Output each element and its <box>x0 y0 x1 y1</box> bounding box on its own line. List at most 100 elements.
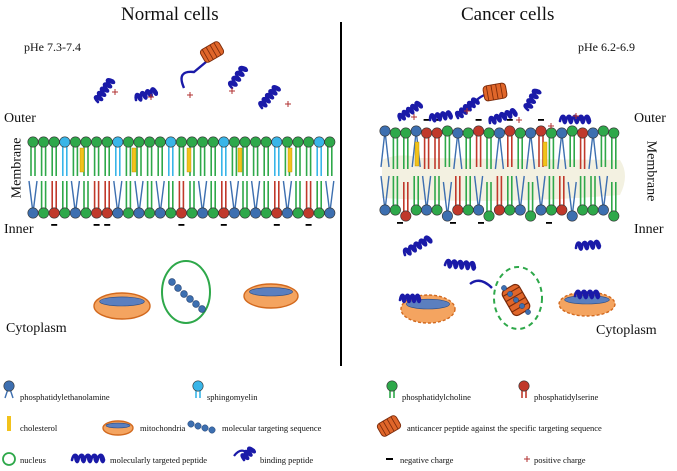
cholesterol <box>186 147 192 173</box>
helix-path <box>70 453 106 464</box>
outer-label-left: Outer <box>4 111 36 126</box>
helix-path <box>93 78 116 104</box>
lipid-head <box>452 204 464 216</box>
targeting-sequence-bead <box>507 291 513 297</box>
peptide-helix <box>558 114 592 125</box>
lipid-head <box>379 204 391 216</box>
lipid-head <box>260 136 272 148</box>
negative-charge <box>178 224 185 226</box>
peptide-helix <box>574 239 602 251</box>
lipid-head <box>175 207 187 219</box>
lipid-tail <box>457 132 463 170</box>
lipid-head <box>186 207 198 219</box>
lipid-tail <box>561 132 567 170</box>
lipid-tail <box>421 175 428 211</box>
nucleus-disrupted <box>493 266 543 330</box>
lipid-head <box>410 204 422 216</box>
negative-charge <box>397 222 403 224</box>
lipid-head <box>281 136 293 148</box>
helix-path <box>397 100 424 122</box>
acp-stripe <box>485 85 490 101</box>
binding-peptide-linker <box>180 61 207 89</box>
targeting-sequence-bead <box>519 303 525 309</box>
normal-ph-label: pHe 7.3-7.4 <box>24 40 81 54</box>
lipid-head <box>122 207 134 219</box>
legend-chol-label: cholesterol <box>20 423 58 433</box>
cancer-membrane <box>379 119 625 224</box>
peptide-helix <box>573 289 601 300</box>
lipid-tail <box>571 181 577 217</box>
lipid-head <box>379 125 391 137</box>
targeting-sequence-bead <box>174 284 182 292</box>
lipid-tail <box>519 175 525 211</box>
lipid-tail <box>536 175 542 211</box>
mitochondria <box>243 283 299 309</box>
lipid-head <box>112 207 124 219</box>
lipid-tail <box>588 132 594 170</box>
lipid-head <box>3 380 15 392</box>
lipid-head <box>400 210 412 222</box>
lipid-head <box>303 136 315 148</box>
helix-path <box>428 110 453 123</box>
lipid-tail <box>598 175 605 211</box>
helix-path <box>574 239 602 251</box>
lipid-head <box>27 207 39 219</box>
helix-path <box>240 446 257 462</box>
outer-label-right: Outer <box>634 111 666 126</box>
lipid-head <box>80 136 92 148</box>
mitochondria <box>102 420 134 436</box>
lipid-head <box>154 207 166 219</box>
acp-stripe <box>390 416 399 430</box>
lipid-head <box>587 127 599 139</box>
lipid-head <box>271 207 283 219</box>
helix-path <box>488 108 518 125</box>
lipid-head <box>324 207 336 219</box>
lipid-head <box>228 136 240 148</box>
cancer-cells-title: Cancer cells <box>461 4 555 25</box>
acp-body <box>199 41 225 63</box>
lipid-tail <box>453 132 459 170</box>
lipid-head <box>239 136 251 148</box>
legend-sequence-bead <box>208 426 216 434</box>
lipid-head <box>577 204 589 216</box>
peptide-helix <box>397 100 424 122</box>
peptide-helix <box>398 293 422 304</box>
lipid-head <box>186 136 198 148</box>
lipid-tail <box>442 181 449 217</box>
inner-label-left: Inner <box>4 222 34 237</box>
lipid-head <box>165 136 177 148</box>
lipid-head <box>514 204 526 216</box>
lipid-head <box>608 127 620 139</box>
lipid-head <box>91 136 103 148</box>
normal-membrane <box>27 136 336 226</box>
lipid-tail <box>384 130 390 168</box>
lipid-head <box>281 207 293 219</box>
negative-charge <box>538 119 544 121</box>
lipid-head <box>207 136 219 148</box>
lipid-head <box>91 207 103 219</box>
lipid-head <box>250 136 262 148</box>
lipid-head <box>69 136 81 148</box>
legend-cholesterol-icon <box>7 416 11 431</box>
lipid-tail <box>529 132 536 170</box>
lipid-head <box>577 127 589 139</box>
normal-organelles <box>93 260 299 324</box>
binding-peptide-linker <box>469 279 493 289</box>
negative-charge <box>434 119 440 121</box>
acp-stripe <box>382 420 391 434</box>
targeting-sequence-bead <box>168 278 176 286</box>
peptide-helix <box>240 446 257 462</box>
mito-inner <box>249 287 293 297</box>
legend-sequence-bead <box>187 420 195 428</box>
legend-pc-label: phosphatidylcholine <box>402 392 471 402</box>
cholesterol <box>414 141 420 167</box>
lipid-tail <box>446 181 453 217</box>
lipid-head <box>303 207 315 219</box>
lipid-head <box>545 127 557 139</box>
acp-stripe <box>209 44 218 58</box>
lipid-head <box>493 204 505 216</box>
cholesterol <box>287 147 293 173</box>
lipid-head <box>535 125 547 137</box>
anticancer-peptide <box>376 415 402 437</box>
